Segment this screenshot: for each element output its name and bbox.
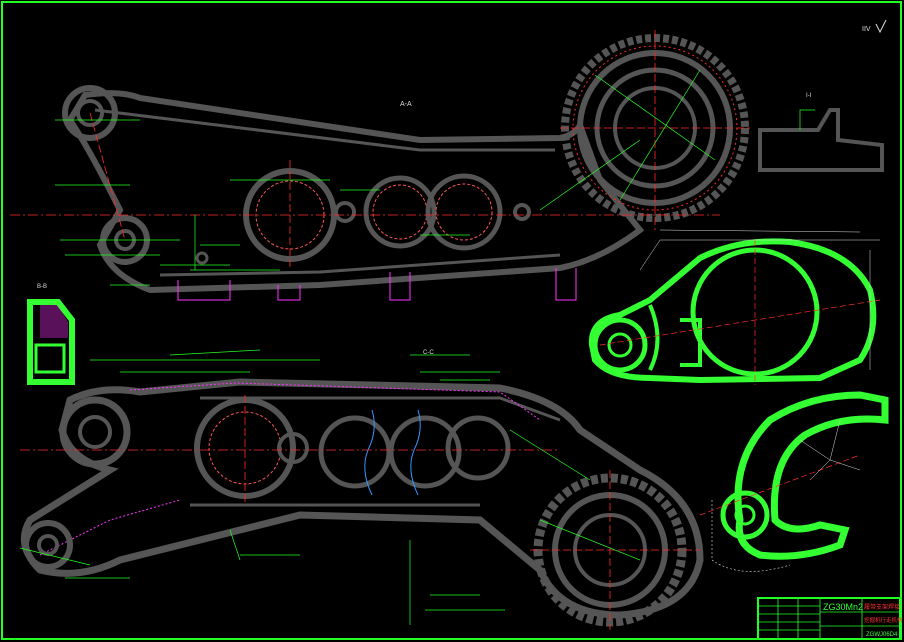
title-block-drawing-number: ZGWJ06D4 xyxy=(866,632,898,638)
title-block: ZG30Mn2 履带支架焊接 挖掘机行走机构 ZGWJ06D4 xyxy=(757,597,903,640)
lower-mid-section-label: C-C xyxy=(423,350,434,356)
left-section-label: B-B xyxy=(37,284,47,290)
upper-view-section-label: A-A xyxy=(400,101,412,108)
left-profile-section: B-B xyxy=(27,284,75,385)
title-block-part-name: 履带支架焊接 xyxy=(864,603,900,611)
title-block-subtitle: 挖掘机行走机构 xyxy=(864,616,903,624)
lower-bracket-view: C-C xyxy=(19,349,704,630)
side-detail-label: I-I xyxy=(806,93,812,99)
title-block-material: ZG30Mn2 xyxy=(823,602,863,612)
corner-mark-label: IIV xyxy=(862,26,871,33)
upper-bracket-view: A-A xyxy=(10,30,750,301)
highlighted-curved-section xyxy=(699,391,889,572)
surface-roughness-mark: IIV xyxy=(862,19,887,34)
highlighted-housing-detail xyxy=(588,229,881,385)
upper-bracket-outline xyxy=(66,90,645,294)
side-section-detail: I-I xyxy=(758,93,884,172)
